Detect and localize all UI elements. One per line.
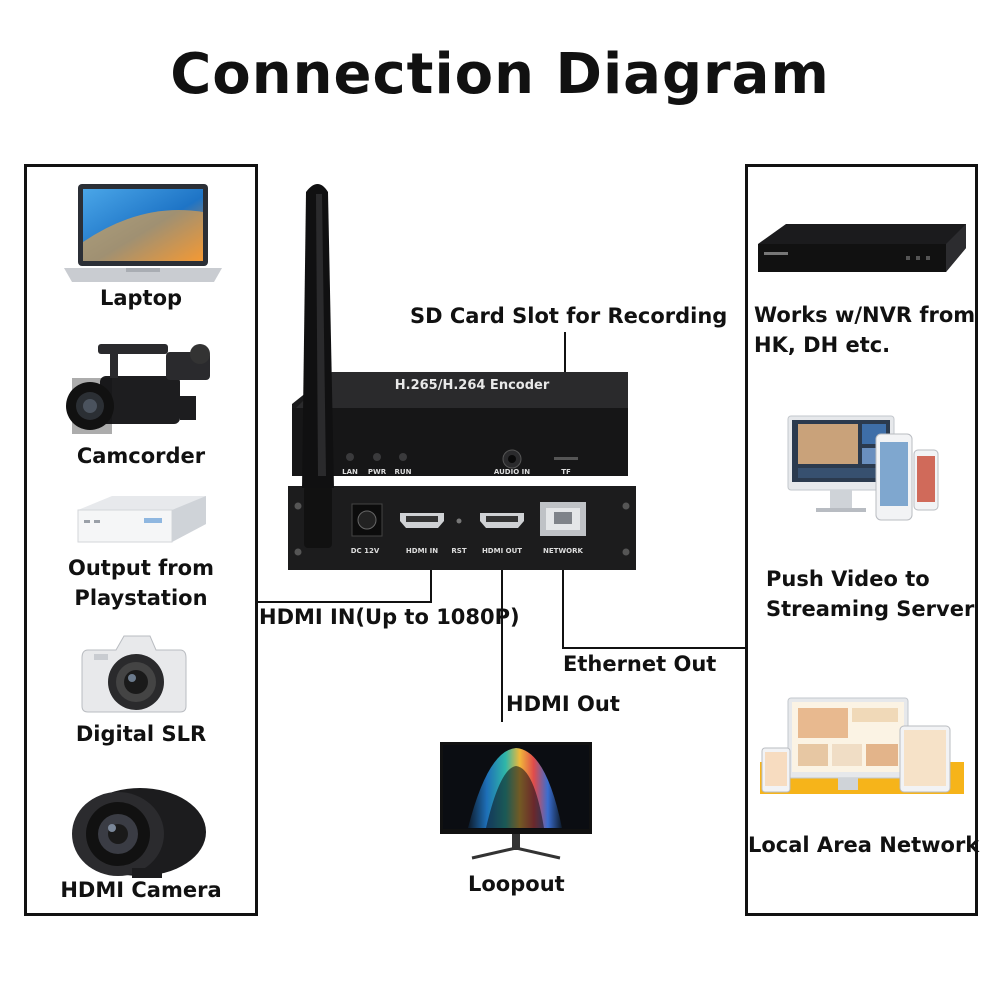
nvr-icon bbox=[758, 224, 966, 272]
game-console-icon bbox=[77, 496, 206, 543]
monitor-icon bbox=[440, 742, 592, 860]
ethernet-out-callout: Ethernet Out bbox=[563, 652, 717, 676]
loopout-label: Loopout bbox=[468, 872, 565, 896]
camera-icon bbox=[81, 635, 187, 713]
playstation-label-line1: Output from bbox=[68, 556, 214, 580]
streaming-devices-icon bbox=[787, 415, 939, 521]
lan-devices-icon bbox=[760, 697, 964, 794]
hdmi-camera-icon bbox=[72, 788, 206, 878]
nvr-label-line1: Works w/NVR from bbox=[754, 303, 976, 327]
laptop-label: Laptop bbox=[99, 286, 183, 310]
hdmi-out-port-label: HDMI OUT bbox=[482, 547, 522, 555]
hdmi-out-callout: HDMI Out bbox=[506, 692, 620, 716]
encoder-device: H.265/H.264 Encoder LAN PWR RUN AUDIO IN… bbox=[288, 184, 636, 570]
camcorder-icon bbox=[66, 344, 210, 434]
encoder-top-label: H.265/H.264 Encoder bbox=[395, 378, 550, 393]
streaming-label-line1: Push Video to bbox=[766, 567, 930, 591]
led-lan-label: LAN bbox=[342, 468, 358, 476]
audio-in-label: AUDIO IN bbox=[494, 468, 530, 476]
led-pwr-label: PWR bbox=[368, 468, 387, 476]
camcorder-label: Camcorder bbox=[76, 444, 206, 468]
hdmi-camera-label: HDMI Camera bbox=[60, 878, 222, 902]
hdmi-in-port-label: HDMI IN bbox=[406, 547, 438, 555]
playstation-label-line2: Playstation bbox=[74, 586, 208, 610]
hdmi-in-callout: HDMI IN(Up to 1080P) bbox=[259, 605, 520, 629]
network-port-label: NETWORK bbox=[543, 547, 583, 555]
sd-card-callout: SD Card Slot for Recording bbox=[410, 304, 728, 328]
tf-slot-label: TF bbox=[561, 468, 571, 476]
nvr-label-line2: HK, DH etc. bbox=[754, 333, 891, 357]
led-run-label: RUN bbox=[395, 468, 412, 476]
lan-label: Local Area Network bbox=[748, 833, 980, 857]
dc12v-label: DC 12V bbox=[351, 547, 380, 555]
rst-label: RST bbox=[451, 547, 466, 555]
streaming-label-line2: Streaming Server bbox=[766, 597, 975, 621]
laptop-icon bbox=[64, 184, 222, 282]
diagram-title: Connection Diagram bbox=[170, 42, 830, 107]
dslr-label: Digital SLR bbox=[75, 722, 207, 746]
